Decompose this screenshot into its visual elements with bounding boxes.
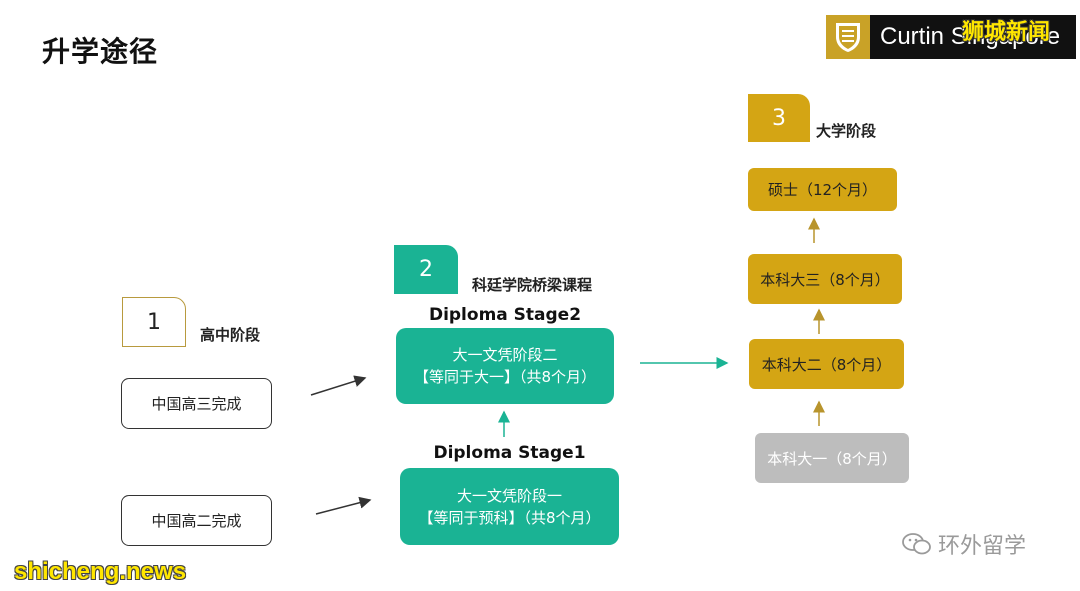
wechat-icon: [902, 533, 931, 555]
stage-3-badge: 3: [748, 94, 810, 142]
diploma-stage2-line2: 【等同于大一】（共8个月）: [413, 368, 597, 386]
wechat-account-name: 环外留学: [938, 534, 1027, 559]
stage-2-badge: 2: [394, 245, 458, 294]
box-master: 硕士（12个月）: [748, 168, 897, 211]
diploma-stage1-line1: 大一文凭阶段一: [456, 486, 562, 505]
stage-1-badge: 1: [122, 297, 186, 347]
stage-1-label: 高中阶段: [200, 326, 261, 344]
box-grade2-complete: 中国高二完成: [121, 495, 272, 546]
box-grade3-complete: 中国高三完成: [121, 378, 272, 429]
box-diploma-stage2: 大一文凭阶段二 【等同于大一】（共8个月）: [396, 328, 614, 404]
box-bachelor-year2: 本科大二（8个月）: [749, 339, 904, 389]
box-diploma-stage1: 大一文凭阶段一 【等同于预科】（共8个月）: [400, 468, 619, 545]
page-title: 升学途径: [42, 35, 159, 68]
wechat-account-watermark: 环外留学: [902, 528, 1026, 560]
diploma-stage2-line1: 大一文凭阶段二: [452, 346, 558, 364]
curtin-shield-icon: [826, 15, 870, 59]
stage-3-label: 大学阶段: [816, 122, 877, 140]
stage-2-label: 科廷学院桥梁课程: [472, 276, 593, 294]
box-bachelor-year3: 本科大三（8个月）: [748, 254, 902, 304]
watermark-bottom: shicheng.news: [14, 558, 187, 585]
box-bachelor-year1: 本科大一（8个月）: [755, 433, 909, 483]
curtin-logo-text: Curtin Singapore: [870, 15, 1076, 59]
diploma-stage1-title: Diploma Stage1: [433, 443, 586, 463]
arrow-g3-to-stage2: [310, 375, 367, 396]
watermark-top: 狮城新闻: [962, 20, 1051, 45]
diploma-stage1-line2: 【等同于预科】（共8个月）: [418, 508, 601, 527]
diploma-stage2-title: Diploma Stage2: [428, 305, 582, 325]
arrow-g2-to-stage1: [315, 496, 372, 515]
